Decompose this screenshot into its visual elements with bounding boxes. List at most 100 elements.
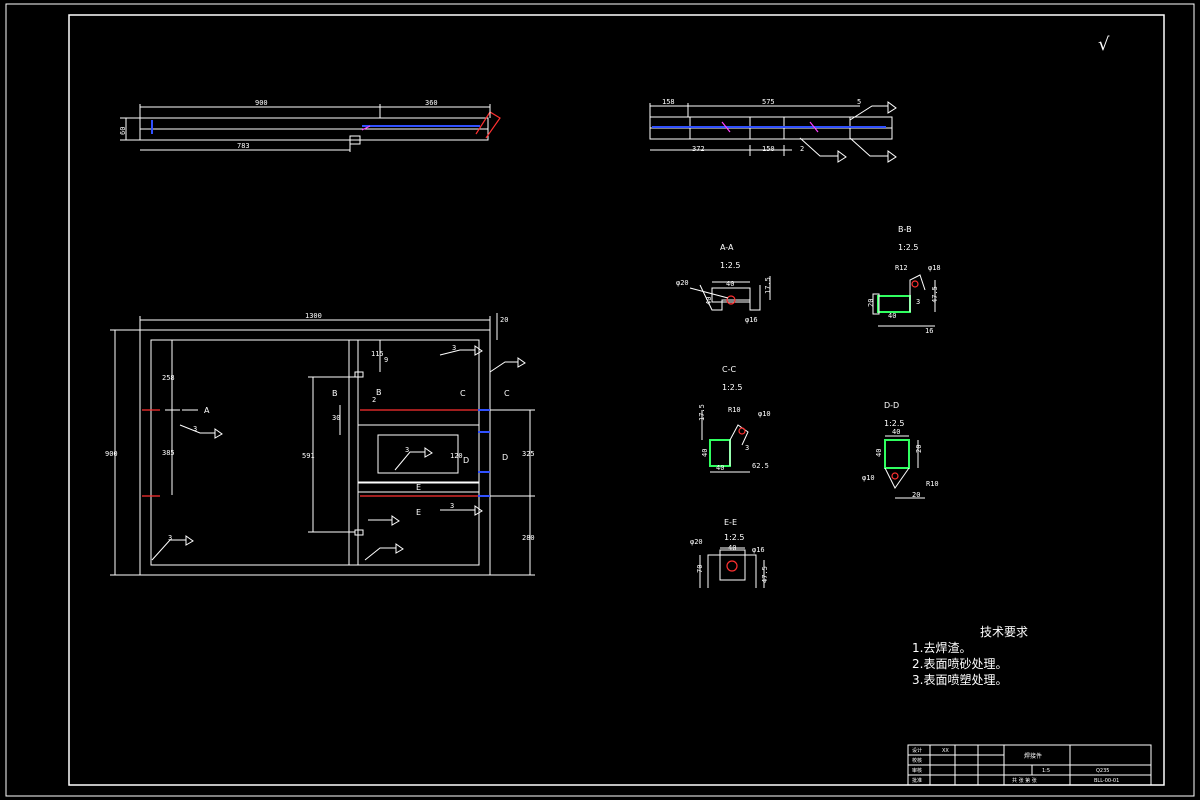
tl-dim-783: 783: [237, 142, 250, 150]
tr-dim-2: 2: [800, 145, 804, 153]
main-dim-258: 258: [162, 374, 175, 382]
weld-size-1: 3: [193, 425, 197, 433]
dd-dim-40-v: 40: [875, 449, 883, 457]
section-mark-c-left: C: [460, 389, 466, 398]
cc-dim-17-5: 17.5: [698, 404, 706, 421]
bb-dim-16: 16: [925, 327, 933, 335]
main-dim-30: 30: [332, 414, 340, 422]
cc-dim-r10: R10: [728, 406, 741, 414]
section-mark-b-left: B: [332, 389, 338, 398]
main-dim-900: 900: [105, 450, 118, 458]
section-cc-title: C-C: [722, 365, 736, 374]
section-dd-title: D-D: [884, 401, 899, 410]
bb-dim-20: 20: [867, 299, 875, 307]
tech-requirement-3: 3.表面喷塑处理。: [912, 672, 1007, 687]
section-mark-c-right: C: [504, 389, 510, 398]
section-mark-e-top: E: [416, 483, 421, 492]
tr-dim-372: 372: [692, 145, 705, 153]
section-cc: C-C 1:2.5 R10 φ10 17.5 40 3 40 62.5: [698, 365, 771, 473]
section-cc-scale: 1:2.5: [722, 383, 743, 392]
main-dim-20: 20: [500, 316, 508, 324]
ee-dim-70: 70: [696, 565, 704, 573]
main-outer-frame: [139, 329, 491, 576]
tl-dim-900: 900: [255, 99, 268, 107]
dd-dim-r10: R10: [926, 480, 939, 488]
outer-border: [5, 3, 1195, 797]
section-bb-title: B-B: [898, 225, 912, 234]
tb-row-design: 设计: [912, 747, 922, 754]
aa-dim-17-5: 17.5: [764, 277, 772, 294]
tr-dim-150: 150: [762, 145, 775, 153]
tr-dim-575: 575: [762, 98, 775, 106]
section-aa-title: A-A: [720, 243, 734, 252]
main-dim-325: 325: [522, 450, 535, 458]
dd-dim-20-h: 20: [912, 491, 920, 499]
weld-size-3: 3: [452, 344, 456, 352]
top-left-view: 900 360 60 783: [119, 99, 501, 152]
surface-roughness-symbol: √: [1098, 34, 1110, 55]
main-dim-120: 120: [450, 452, 463, 460]
tb-row-review: 审核: [912, 767, 922, 774]
dd-dim-40: 40: [892, 428, 900, 436]
section-mark-b-right: B: [376, 388, 382, 397]
tech-requirement-2: 2.表面喷砂处理。: [912, 657, 1007, 671]
dd-dim-20: 20: [915, 445, 923, 453]
tb-row-check: 校核: [912, 757, 922, 764]
dd-dim-phi10: φ10: [862, 474, 875, 482]
cc-dim-40: 40: [716, 464, 724, 472]
title-block: 设计 校核 审核 批准 XX 焊接件 1:5 Q235 共 张 第 张 BLL-…: [907, 744, 1152, 786]
inner-frame: [68, 14, 1165, 786]
bb-dim-47-5: 47.5: [931, 286, 939, 303]
main-dim-9: 9: [384, 356, 388, 364]
ee-dim-47-5: 47.5: [761, 566, 769, 583]
weld-size-5: 3: [450, 502, 454, 510]
tb-sheet: 共 张 第 张: [1012, 777, 1037, 784]
section-dd-scale: 1:2.5: [884, 419, 905, 428]
main-dim-115: 115: [371, 350, 384, 358]
cc-dim-62-5: 62.5: [752, 462, 769, 470]
section-bb: B-B 1:2.5 R12 φ18 20 47.5 3 40 16: [867, 225, 941, 335]
tb-scale: 1:5: [1042, 768, 1050, 774]
section-mark-e-bottom: E: [416, 508, 421, 517]
bb-dim-r12: R12: [895, 264, 908, 272]
aa-dim-40-v: 40: [705, 297, 713, 305]
tb-row-approve: 批准: [912, 777, 922, 784]
section-ee-scale: 1:2.5: [724, 533, 745, 542]
weld-size-4: 3: [405, 446, 409, 454]
section-aa: A-A 1:2.5 40 17.5 40 φ16 φ20: [676, 243, 772, 324]
section-mark-d-right: D: [502, 453, 508, 462]
tech-requirements-title: 技术要求: [980, 625, 1028, 639]
main-dim-1300: 1300: [305, 312, 322, 320]
aa-dim-phi20: φ20: [676, 279, 689, 287]
tb-drawing-no: BLL-00-01: [1094, 778, 1119, 784]
tech-requirement-1: 1.去焊渣。: [912, 640, 971, 655]
section-aa-scale: 1:2.5: [720, 261, 741, 270]
main-dim-591: 591: [302, 452, 315, 460]
ee-dim-phi20: φ20: [690, 538, 703, 546]
section-dd: D-D 1:2.5 40 20 40 φ10 R10 20: [862, 401, 939, 499]
main-dim-385: 385: [162, 449, 175, 457]
cc-dim-phi10: φ10: [758, 410, 771, 418]
tr-dim-5: 5: [857, 98, 861, 106]
tl-dim-60: 60: [119, 127, 127, 135]
cc-dim-40-v: 40: [701, 449, 709, 457]
section-mark-d-left: D: [463, 456, 469, 465]
main-dim-2: 2: [372, 396, 376, 404]
aa-dim-40: 40: [726, 280, 734, 288]
bb-dim-40: 40: [888, 312, 896, 320]
ee-dim-40: 40: [728, 544, 736, 552]
tb-material: Q235: [1096, 768, 1109, 774]
top-right-view: 158 575 5 372 150 2: [649, 98, 897, 163]
section-ee-title: E-E: [724, 518, 737, 527]
tech-requirements: 技术要求 1.去焊渣。 2.表面喷砂处理。 3.表面喷塑处理。: [912, 625, 1028, 687]
bb-dim-phi18: φ18: [928, 264, 941, 272]
ee-dim-phi16: φ16: [752, 546, 765, 554]
bb-dim-3: 3: [916, 298, 920, 306]
weld-size-2: 3: [168, 534, 172, 542]
tr-dim-158: 158: [662, 98, 675, 106]
tl-dim-360: 360: [425, 99, 438, 107]
cc-dim-3: 3: [745, 444, 749, 452]
main-view: 1300 20 900 258 385 591 115 9 30 2 120 3…: [105, 312, 535, 576]
main-dim-280: 280: [522, 534, 535, 542]
